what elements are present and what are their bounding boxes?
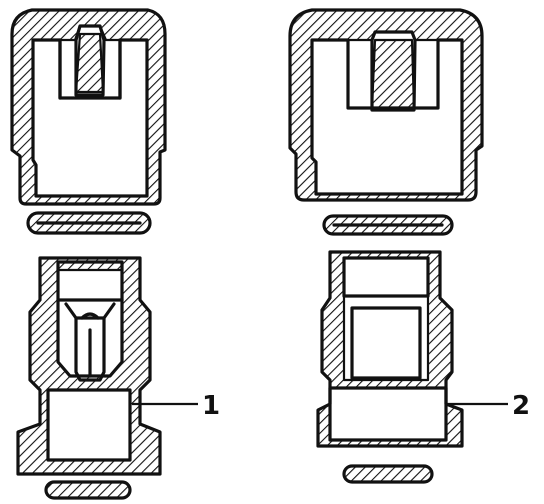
right-o-ring-upper [322,214,454,236]
left-cap [10,8,167,206]
callout-2: 2 [446,391,530,421]
left-o-ring-upper [26,211,152,235]
callout-1-label: 1 [202,391,220,421]
callout-2-label: 2 [512,391,530,421]
right-cap [288,8,484,202]
right-o-ring-lower [342,464,434,484]
callout-1: 1 [132,391,220,421]
left-valve-body [16,256,162,476]
right-valve-body [316,250,464,448]
left-o-ring-lower [44,480,132,500]
